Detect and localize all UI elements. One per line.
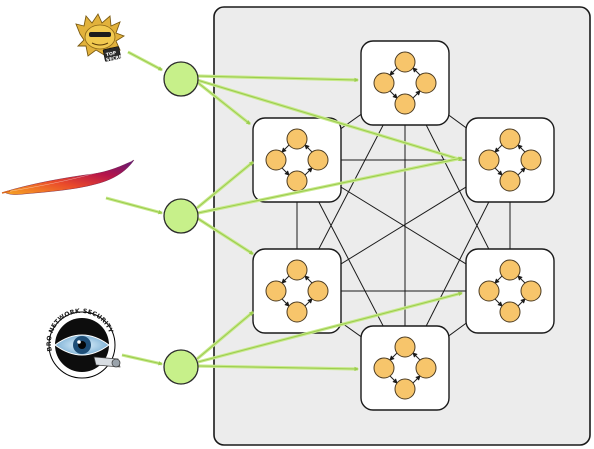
ring-arrows [389,352,421,384]
worker-box [465,248,555,334]
worker-node [394,336,416,358]
eye-logo-icon: BRO NETWORK SECURITY MONITOR [46,308,121,379]
entry-node-bottom [163,349,199,385]
worker-box-frame [360,40,450,126]
worker-node [499,259,521,281]
feed-connections [195,74,463,372]
worker-box [465,117,555,203]
worker-node [394,51,416,73]
ring-arrows [281,144,313,176]
worker-node [394,93,416,115]
worker-node [415,72,437,94]
worker-box [252,117,342,203]
ring-arrows [281,275,313,307]
worker-node [265,149,287,171]
worker-box [360,40,450,126]
top-secret-stamp-text: TOPSECRET [105,48,127,63]
worker-box-frame [252,248,342,334]
worker-node [286,259,308,281]
worker-node [286,301,308,323]
ring-arrows [389,67,421,99]
worker-node [520,149,542,171]
worker-node [307,280,329,302]
worker-node [373,72,395,94]
worker-node [265,280,287,302]
worker-node [286,170,308,192]
worker-node [499,170,521,192]
worker-box [360,325,450,411]
source-links [105,50,163,366]
worker-box [252,248,342,334]
entry-node-middle [163,198,199,234]
worker-node [478,149,500,171]
worker-node [394,378,416,400]
worker-box-frame [465,117,555,203]
worker-node [415,357,437,379]
feather-logo-icon [1,159,135,195]
pufferfish-logo-icon: TOPSECRET [75,13,127,63]
worker-node [307,149,329,171]
worker-node [520,280,542,302]
worker-box-frame [360,325,450,411]
worker-node [286,128,308,150]
worker-box-frame [252,117,342,203]
worker-node [373,357,395,379]
worker-node [478,280,500,302]
ring-arrows [494,144,526,176]
worker-box-frame [465,248,555,334]
worker-node [499,301,521,323]
ring-arrows [494,275,526,307]
entry-node-top [163,61,199,97]
worker-node [499,128,521,150]
